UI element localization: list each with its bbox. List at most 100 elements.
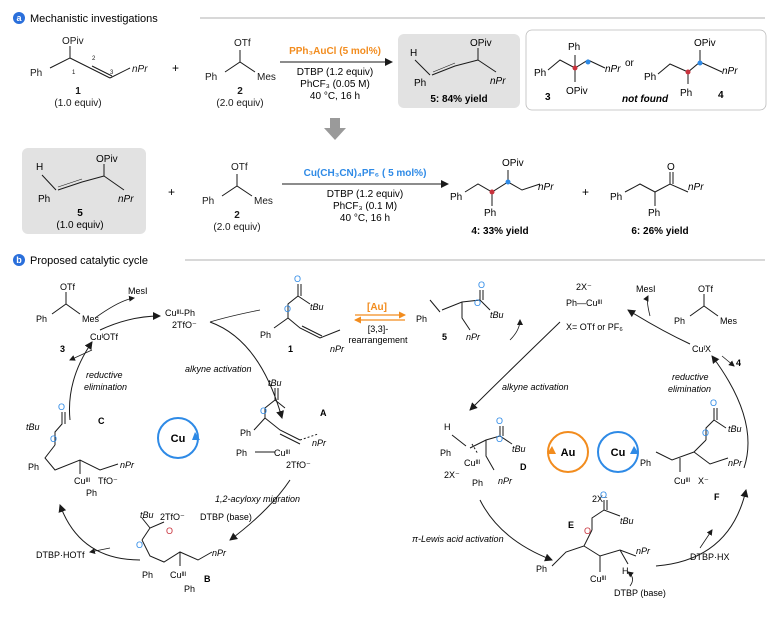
a5-label: 5 <box>442 332 447 342</box>
section-a-title: Mechanistic investigations <box>30 13 158 25</box>
rc-prod4: 4 <box>736 358 741 368</box>
section-a-header: a Mechanistic investigations <box>13 12 765 25</box>
if-x: X⁻ <box>698 476 709 486</box>
if-cu: Cuᴵᴵᴵ <box>674 476 691 486</box>
nf-label3: 3 <box>545 92 551 103</box>
ic-tfo: TfO⁻ <box>98 476 118 486</box>
nf-npr2: nPr <box>722 66 738 77</box>
section-b-badge <box>13 254 25 266</box>
intermediate-f: O O tBu Ph Cuᴵᴵᴵ X⁻ nPr F <box>640 398 743 502</box>
au-circle-text: Au <box>561 447 576 459</box>
ie-dtbp: DTBP (base) <box>614 588 666 598</box>
intermediate-e: 2X⁻ O O tBu E Ph Cuᴵᴵᴵ H nPr DTBP (base) <box>536 490 666 598</box>
rc-red-elim-1: reductive <box>672 372 709 382</box>
ib-tbu: tBu <box>140 510 154 520</box>
row1-plus: + <box>172 61 179 75</box>
s1-o-carbonyl: O <box>294 274 301 284</box>
row2-starting-material-5: H OPiv Ph nPr 5 (1.0 equiv) <box>22 148 146 234</box>
row1-conditions: PPh₃AuCl (5 mol%) DTBP (1.2 equiv) PhCF₃… <box>280 46 393 102</box>
sm1-n3: 3 <box>110 70 114 76</box>
ib-ph2: Ph <box>184 584 195 594</box>
row1-starting-material-2: OTf Ph Mes 2 (2.0 equiv) <box>205 38 276 109</box>
rearr-line2: rearrangement <box>348 335 408 345</box>
row2-starting-material-2: OTf Ph Mes 2 (2.0 equiv) <box>202 162 273 233</box>
id-tbu: tBu <box>512 444 526 454</box>
p4-yield: 4: 33% yield <box>471 226 528 237</box>
sm5-opiv: OPiv <box>96 154 118 165</box>
nf-ph3: Ph <box>680 88 692 99</box>
ic-label: C <box>98 416 105 426</box>
ie-npr: nPr <box>636 546 651 556</box>
ie-x: 2X⁻ <box>592 494 608 504</box>
a5-ph: Ph <box>416 314 427 324</box>
ic-cu: Cuᴵᴵᴵ <box>74 476 91 486</box>
row1-cond-2: PhCF₃ (0.05 M) <box>300 79 370 90</box>
rc-otf: OTf <box>698 284 713 294</box>
a5-npr: nPr <box>466 332 481 342</box>
row1-catalyst: PPh₃AuCl (5 mol%) <box>289 46 381 57</box>
ib-o: O <box>136 540 143 550</box>
section-b-title: Proposed catalytic cycle <box>30 255 148 267</box>
p6-ph1: Ph <box>610 192 622 203</box>
row1-cond-3: 40 °C, 16 h <box>310 91 360 102</box>
sm2-ph: Ph <box>205 72 217 83</box>
rearr-line1: [3,3]- <box>368 324 389 334</box>
ie-o1: O <box>584 526 591 536</box>
lc-migration: 1,2-acyloxy migration <box>215 494 300 504</box>
nf-ph1: Ph <box>534 68 546 79</box>
ia-ph2: Ph <box>236 448 247 458</box>
ib-npr: nPr <box>212 548 227 558</box>
s1-tbu: tBu <box>310 302 324 312</box>
nf-opiv2: OPiv <box>694 38 716 49</box>
row1-starting-material-1: OPiv Ph 1 2 3 nPr 1 (1.0 equiv) <box>30 36 148 109</box>
ic-tbu: tBu <box>26 422 40 432</box>
row2-conditions: Cu(CH₃CN)₄PF₆ ( 5 mol%) DTBP (1.2 equiv)… <box>282 168 449 224</box>
intermediate-a: O tBu Ph Ph Cuᴵᴵᴵ 2TfO⁻ nPr A <box>236 378 327 470</box>
section-a-badge <box>13 12 25 24</box>
rc-alkyne-act: alkyne activation <box>502 382 569 392</box>
rc-pi-lewis: π-Lewis acid activation <box>412 534 504 544</box>
row1-not-found-box: Ph nPr Ph OPiv 3 or not found OPiv nPr P… <box>525 29 767 111</box>
s1-label: 1 <box>288 344 293 354</box>
p4-opiv: OPiv <box>502 158 524 169</box>
ic-o-carbonyl: O <box>58 402 65 412</box>
sm5-label: 5 <box>77 208 83 219</box>
lc-prod3: 3 <box>60 344 65 354</box>
ia-ph1: Ph <box>240 428 251 438</box>
not-found-frame <box>525 29 767 111</box>
id-ph2: Ph <box>472 478 483 488</box>
ie-h: H <box>622 566 629 576</box>
ib-tfo: 2TfO⁻ <box>160 512 185 522</box>
right-cycle: 2X⁻ Ph—Cuᴵᴵᴵ X= OTf or PF₆ MesI OTf Ph M… <box>412 282 749 598</box>
section-b-header: b Proposed catalytic cycle <box>13 254 765 267</box>
left-cu-text: Cu <box>171 433 186 445</box>
p6-npr: nPr <box>688 182 704 193</box>
if-o: O <box>702 428 709 438</box>
ib-label: B <box>204 574 211 584</box>
sm5-npr: nPr <box>118 194 134 205</box>
id-h: H <box>444 422 451 432</box>
if-ph: Ph <box>640 458 651 468</box>
sm1-label: 1 <box>75 86 81 97</box>
lc-dtbp-base: DTBP (base) <box>200 512 252 522</box>
ie-cu: Cuᴵᴵᴵ <box>590 574 607 584</box>
id-o: O <box>496 434 503 444</box>
ie-label: E <box>568 520 574 530</box>
ib-cu: Cuᴵᴵᴵ <box>170 570 187 580</box>
au-cu-badges: Au Cu <box>547 431 639 473</box>
row2-sm2-mes: Mes <box>254 196 273 207</box>
a5-o: O <box>474 298 481 308</box>
row2-sm2-otf: OTf <box>231 162 248 173</box>
lc-alkyne-act: alkyne activation <box>185 364 252 374</box>
row2-product-6: O Ph Ph nPr 6: 26% yield <box>610 162 704 237</box>
row2-product-4: OPiv nPr Ph Ph 4: 33% yield <box>450 158 554 237</box>
row1-to-row2-arrow <box>324 118 346 140</box>
a5-tbu: tBu <box>490 310 504 320</box>
s1-o: O <box>284 304 291 314</box>
lc-mesi: MesI <box>128 286 148 296</box>
lc-cuotf: CuᴵOTf <box>90 332 119 342</box>
nf-ph-top: Ph <box>568 42 580 53</box>
if-tbu: tBu <box>728 424 742 434</box>
if-label: F <box>714 492 720 502</box>
